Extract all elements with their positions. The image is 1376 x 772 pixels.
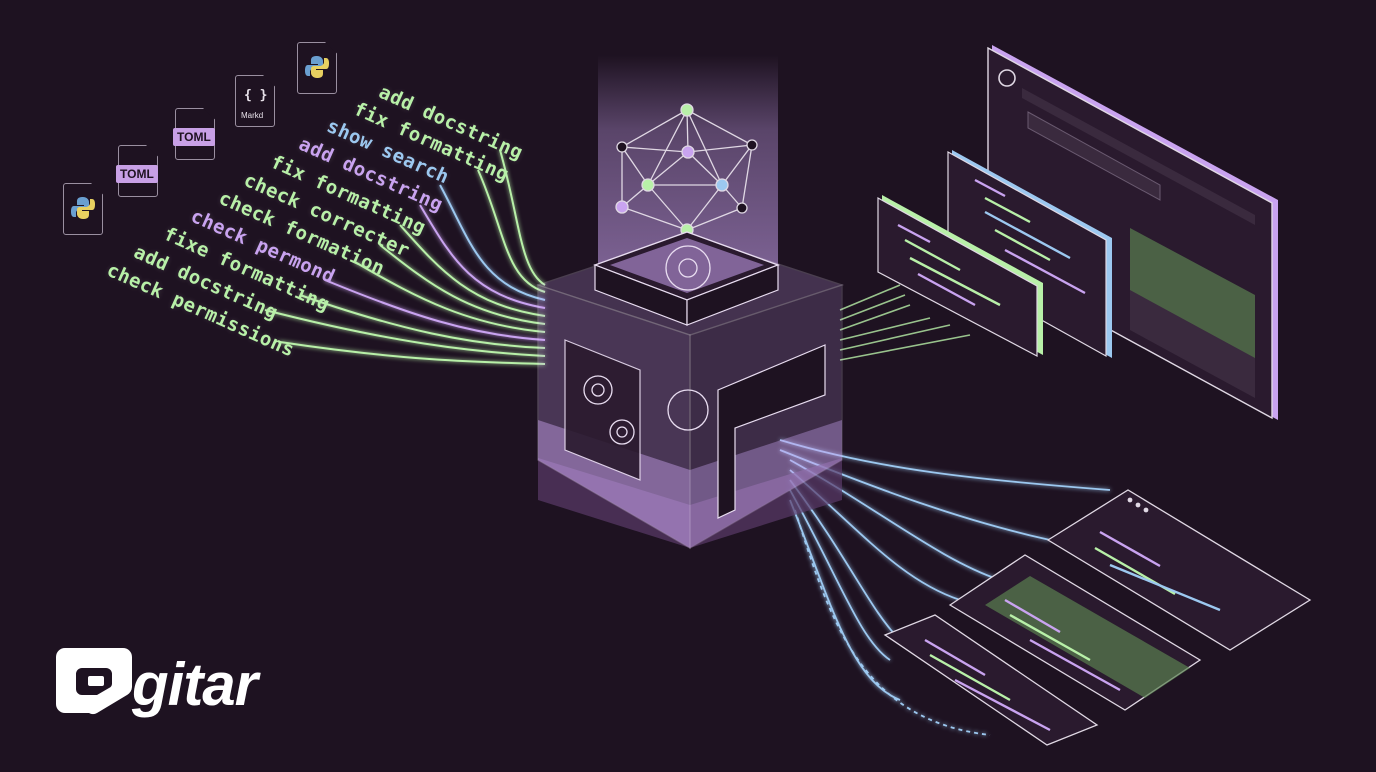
processing-cube xyxy=(535,231,845,550)
repository-window xyxy=(987,45,1278,420)
outgoing-top-lines xyxy=(839,284,971,361)
python-file-icon xyxy=(63,183,103,235)
markdown-file-icon: { } Markd xyxy=(235,75,275,127)
toml-file-icon: TOML xyxy=(116,145,158,197)
gear-icon xyxy=(583,245,711,445)
toml-file-icon: TOML xyxy=(173,108,215,160)
incoming-command-lines xyxy=(264,149,546,365)
code-panel-bottom-2 xyxy=(948,554,1202,711)
gitar-logo-icon xyxy=(56,648,132,715)
brand-wordmark: gitar xyxy=(132,651,258,718)
network-graph xyxy=(621,109,753,231)
network-nodes xyxy=(615,103,758,237)
code-panel-bottom-3 xyxy=(883,614,1099,746)
code-panel-green xyxy=(877,195,1043,357)
python-file-icon xyxy=(297,42,337,94)
code-panel-bottom-1 xyxy=(1046,489,1312,651)
